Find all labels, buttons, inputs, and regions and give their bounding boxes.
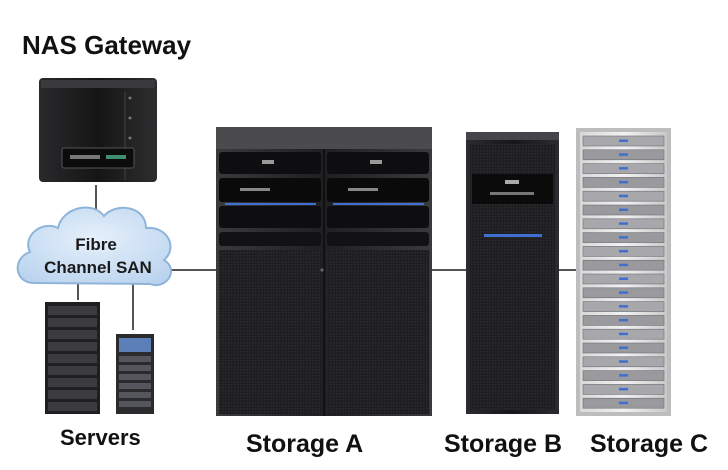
storage-c-shelf-led xyxy=(619,167,628,170)
nas-gateway-icon xyxy=(39,78,157,182)
storage-c-shelf-led xyxy=(619,277,628,280)
storage-c-shelf-led xyxy=(619,374,628,377)
storage-a-label: Storage A xyxy=(246,430,364,458)
fibre-channel-san-cloud-icon: Fibre Channel SAN xyxy=(16,206,172,287)
storage-c-shelf-led xyxy=(619,194,628,198)
storage-c-shelf-led xyxy=(619,401,628,405)
storage-c-shelf-led xyxy=(619,249,628,253)
storage-c-shelf-led xyxy=(619,208,628,211)
storage-c-array-icon xyxy=(576,128,671,416)
storage-c-shelf-led xyxy=(619,153,628,156)
cloud-label-line2: Channel SAN xyxy=(44,258,152,277)
storage-c-shelf-led xyxy=(619,318,628,322)
storage-c-shelf-led xyxy=(619,346,628,349)
storage-b-array-icon xyxy=(466,132,559,414)
storage-b-label: Storage B xyxy=(444,430,563,458)
storage-c-shelf-led xyxy=(619,305,628,308)
cloud-label-line1: Fibre xyxy=(75,235,117,254)
connectors xyxy=(77,185,576,330)
storage-c-shelf-led xyxy=(619,139,628,142)
storage-c-shelf-led xyxy=(619,387,628,391)
nas-gateway-title: NAS Gateway xyxy=(22,30,192,60)
server-tower-icon xyxy=(116,334,154,414)
storage-c-shelf-led xyxy=(619,291,628,294)
storage-c-shelf-led xyxy=(619,360,628,363)
storage-c-shelf-led xyxy=(619,180,628,184)
storage-c-shelf-led xyxy=(619,263,628,267)
storage-a-array-icon xyxy=(216,127,432,416)
storage-c-shelf-led xyxy=(619,222,628,225)
storage-c-label: Storage C xyxy=(590,430,709,458)
storage-c-shelf-led xyxy=(619,332,628,336)
storage-c-shelf-led xyxy=(619,236,628,239)
servers-label: Servers xyxy=(60,425,141,450)
server-rack-icon xyxy=(45,302,100,414)
